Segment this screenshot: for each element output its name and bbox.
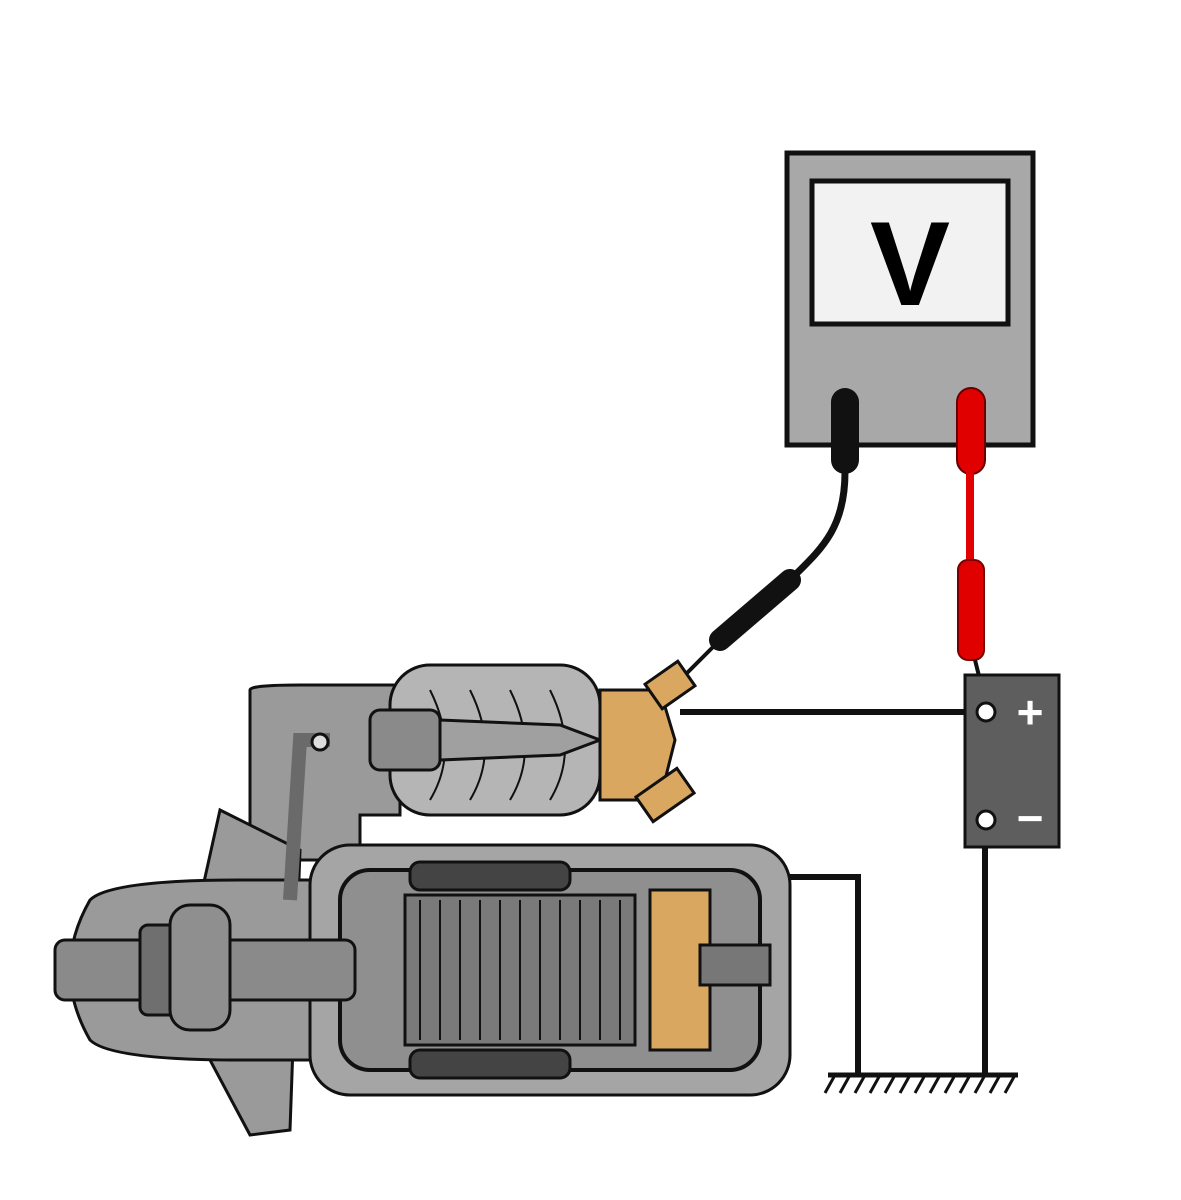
shaft-end: [698, 943, 772, 987]
positive-terminal: [975, 701, 997, 723]
terminal-45: [633, 766, 697, 824]
ground-symbol: [823, 1072, 1018, 1094]
negative-label: −: [1017, 792, 1044, 844]
battery: + −: [963, 673, 1061, 849]
voltmeter: V: [784, 150, 1036, 475]
red-test-lead: [957, 472, 987, 701]
lever-housing: [248, 683, 402, 862]
plunger: [368, 708, 442, 772]
voltmeter-display: [809, 178, 1011, 327]
positive-label: +: [1017, 686, 1044, 738]
negative-terminal: [975, 809, 997, 831]
black-test-lead: [678, 471, 849, 682]
terminal-30: [642, 659, 698, 711]
voltmeter-label: V: [870, 197, 950, 331]
black-probe-socket: [831, 388, 859, 474]
field-coil-bottom: [408, 1048, 572, 1080]
starter-motor: [53, 659, 792, 1137]
red-probe-socket: [956, 387, 986, 475]
field-coil-top: [408, 860, 572, 892]
